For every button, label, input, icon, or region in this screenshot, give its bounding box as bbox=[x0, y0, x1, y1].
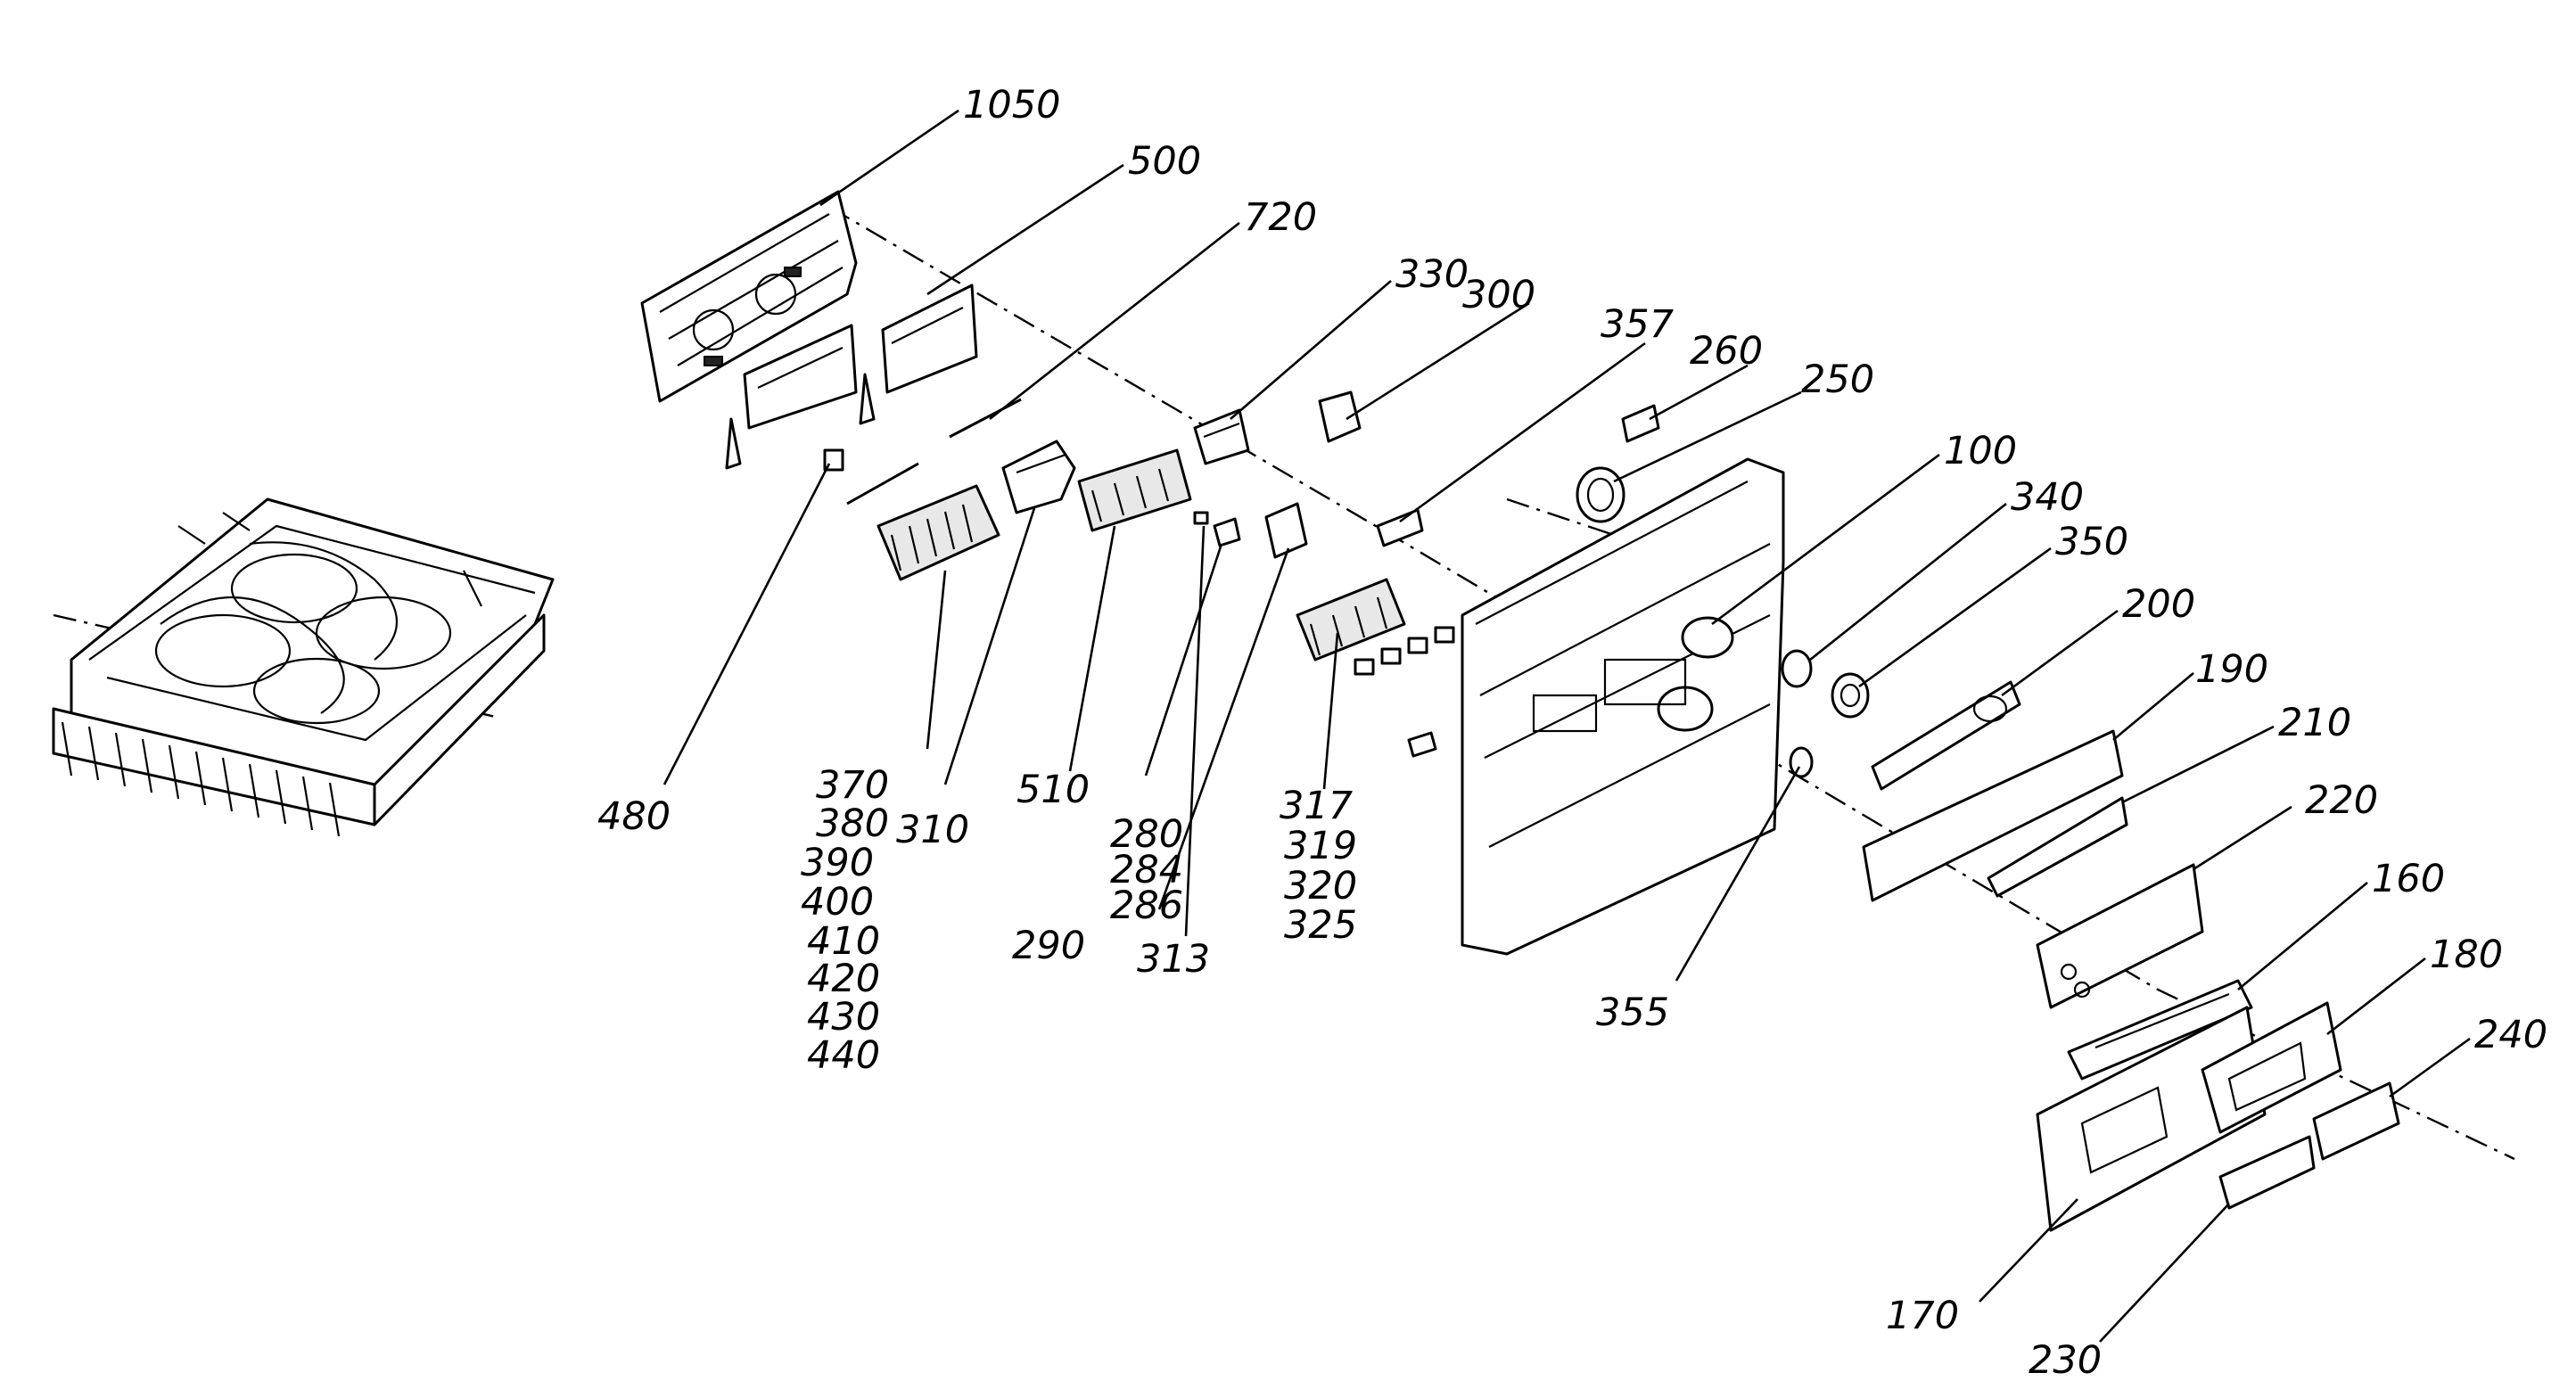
chassis-tray-assembly bbox=[52, 497, 555, 837]
part-280 bbox=[1213, 517, 1241, 547]
part-720-rods bbox=[846, 398, 1022, 505]
callout-210: 210 bbox=[2278, 701, 2351, 745]
callout-480: 480 bbox=[597, 794, 671, 839]
callout-group-280-2: 286 bbox=[1110, 884, 1183, 928]
callout-group-370-6: 430 bbox=[807, 995, 880, 1040]
part-small-clip bbox=[1407, 731, 1437, 758]
callout-1050: 1050 bbox=[963, 83, 1060, 127]
callout-group-370-0: 370 bbox=[816, 763, 889, 808]
callout-300: 300 bbox=[1462, 273, 1535, 317]
part-240 bbox=[2312, 1081, 2400, 1161]
callout-100: 100 bbox=[1944, 429, 2017, 473]
callout-180: 180 bbox=[2430, 933, 2503, 977]
callout-230: 230 bbox=[2029, 1338, 2102, 1383]
pcb-500 bbox=[725, 284, 978, 470]
part-357 bbox=[1376, 508, 1424, 547]
part-355 bbox=[1789, 746, 1814, 778]
callout-720: 720 bbox=[1244, 195, 1317, 240]
part-160 bbox=[2067, 979, 2253, 1081]
part-230 bbox=[2218, 1135, 2316, 1210]
parts-340-350 bbox=[1781, 649, 1870, 719]
panel-210 bbox=[1987, 796, 2128, 898]
callout-group-370-2: 390 bbox=[801, 841, 874, 885]
callout-313: 313 bbox=[1137, 937, 1210, 982]
callout-group-317-2: 320 bbox=[1284, 864, 1357, 908]
callout-group-317-1: 319 bbox=[1284, 824, 1357, 868]
callout-group-280-1: 284 bbox=[1110, 848, 1183, 892]
callout-355: 355 bbox=[1596, 990, 1669, 1035]
front-frame-100 bbox=[1461, 457, 1785, 956]
callout-group-370-5: 420 bbox=[807, 957, 880, 1001]
callout-330: 330 bbox=[1395, 252, 1469, 297]
callout-340: 340 bbox=[2011, 475, 2084, 520]
callout-350: 350 bbox=[2055, 520, 2128, 564]
panel-190 bbox=[1862, 729, 2124, 902]
part-310 bbox=[1001, 440, 1076, 514]
panel-180 bbox=[2201, 1001, 2342, 1134]
switch-block-317 bbox=[1296, 578, 1455, 676]
callout-170: 170 bbox=[1886, 1294, 1959, 1338]
panel-220 bbox=[2036, 863, 2204, 1009]
panel-170 bbox=[2036, 1006, 2267, 1232]
callout-group-370-3: 400 bbox=[801, 880, 874, 925]
callout-160: 160 bbox=[2372, 857, 2445, 901]
callout-357: 357 bbox=[1601, 302, 1674, 347]
callout-290: 290 bbox=[1012, 924, 1085, 968]
callout-group-370-7: 440 bbox=[807, 1033, 880, 1078]
part-330 bbox=[1193, 408, 1250, 465]
callout-510: 510 bbox=[1016, 768, 1090, 812]
switch-block-370 bbox=[876, 484, 1000, 581]
callout-group-317-0: 317 bbox=[1280, 784, 1353, 828]
callout-240: 240 bbox=[2474, 1013, 2547, 1057]
callout-310: 310 bbox=[896, 808, 969, 852]
knob-250 bbox=[1576, 466, 1625, 523]
callout-250: 250 bbox=[1801, 358, 1874, 402]
callout-500: 500 bbox=[1128, 139, 1201, 184]
callout-190: 190 bbox=[2195, 647, 2268, 692]
callout-labels: 1050 500 720 330 300 357 260 250 100 340… bbox=[597, 83, 2547, 1383]
callout-200: 200 bbox=[2122, 582, 2195, 627]
part-290 bbox=[1193, 511, 1209, 525]
part-313 bbox=[1264, 502, 1308, 559]
callout-group-370-1: 380 bbox=[816, 801, 889, 846]
part-300 bbox=[1318, 390, 1362, 443]
leader-lines bbox=[663, 109, 2471, 1343]
callout-group-280-0: 280 bbox=[1110, 812, 1183, 857]
callout-220: 220 bbox=[2305, 778, 2378, 823]
callout-group-317-3: 325 bbox=[1284, 903, 1357, 948]
part-510 bbox=[1077, 448, 1192, 532]
pcb-1050 bbox=[640, 190, 858, 403]
part-260 bbox=[1621, 404, 1660, 443]
callout-260: 260 bbox=[1690, 329, 1763, 374]
panel-200 bbox=[1871, 680, 2021, 791]
callout-group-370-4: 410 bbox=[807, 919, 880, 964]
